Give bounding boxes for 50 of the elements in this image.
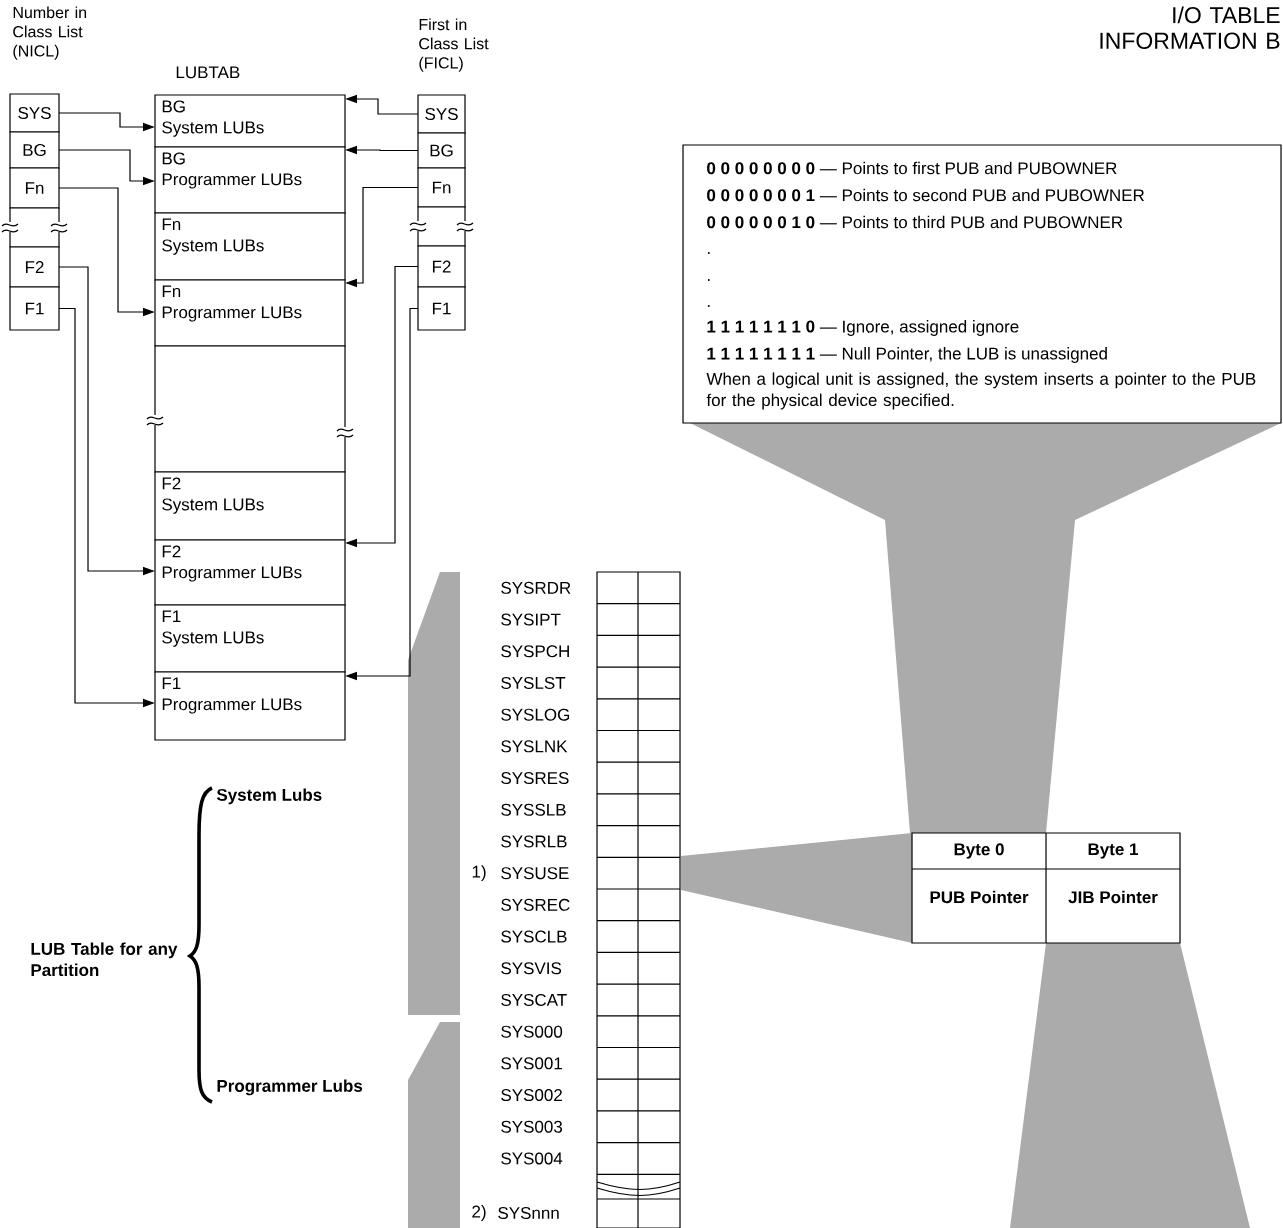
class-list-cell: F2 [417, 245, 466, 288]
brace-label: LUB Table for any Partition [31, 942, 178, 977]
class-list-cell: F1 [9, 286, 60, 331]
table-row: BG System LUBs [154, 94, 346, 148]
class-list-cell: BG [9, 131, 60, 169]
row-label: SYSnnn [498, 1207, 559, 1219]
row-label: SYS004 [501, 1152, 563, 1165]
class-list-cell: Fn [417, 167, 466, 208]
row-label: SYSPCH [501, 645, 569, 658]
brace-label: Programmer Lubs [217, 1079, 363, 1096]
column-heading: Number in Class List (NICL) [13, 6, 87, 60]
row-label: SYSCAT [501, 993, 567, 1006]
table-row: F2 System LUBs [154, 471, 346, 541]
class-list-cell: F1 [417, 286, 466, 331]
info-box: 0 0 0 0 0 0 0 0 — Points to first PUB and PUBOWNER 0 0 0 0 0 0 0 1 — Points to second PUB and PUBOWNER 0 0 0 0 0 0 1 0 — Points to third PUB and PUBOWNER . . . 1 1 1 1 1 1 1 0 — Ignore, assigned ignore 1 1 1 1 1 1 1 1 — Null Pointer, the LUB is unassigned When a logical unit is assigned, the system inserts a pointer to the PUB for the physical device specified. [682, 144, 1282, 424]
table-heading: LUBTAB [176, 66, 240, 79]
row-label: SYSUSE [501, 867, 569, 880]
table-row: Fn Programmer LUBs [154, 279, 346, 347]
row-label: SYSSLB [501, 803, 566, 816]
row-label: SYSLOG [501, 708, 570, 721]
table-row: F1 Programmer LUBs [154, 671, 346, 741]
class-list-cell: SYS [9, 93, 60, 133]
row-label: SYS002 [501, 1089, 562, 1102]
row-label: SYS003 [501, 1120, 563, 1133]
row-label: SYSRLB [501, 835, 567, 848]
row-label: SYSVIS [501, 962, 562, 975]
title: I/O TABLE INFORMATION B [1100, 6, 1280, 49]
table-row: F1 System LUBs [154, 604, 346, 673]
note-number: 1) [472, 865, 486, 882]
row-label: SYS001 [501, 1057, 562, 1070]
row-label: SYSLNK [501, 740, 568, 753]
table-row: BG Programmer LUBs [154, 146, 346, 214]
row-label: SYSIPT [501, 613, 561, 626]
class-list-cell: BG [417, 132, 466, 169]
table-row: Fn System LUBs [154, 212, 346, 281]
row-label: SYS000 [501, 1025, 563, 1038]
column-heading: First in Class List (FICL) [419, 18, 489, 72]
row-label: SYSRES [501, 772, 569, 785]
pointer-table: Byte 0 Byte 1 PUB Pointer JIB Pointer [911, 832, 1181, 944]
class-list-cell: SYS [417, 94, 466, 134]
row-label: SYSLST [501, 676, 566, 689]
note-number: 2) [472, 1205, 486, 1221]
row-label: SYSRDR [501, 581, 571, 594]
table-row: F2 Programmer LUBs [154, 539, 346, 606]
brace-label: System Lubs [216, 788, 322, 805]
class-list-cell: Fn [9, 167, 60, 209]
row-label: SYSCLB [501, 930, 567, 943]
empty-cell [154, 345, 346, 473]
row-label: SYSREC [501, 898, 570, 911]
class-list-cell: F2 [9, 246, 60, 288]
